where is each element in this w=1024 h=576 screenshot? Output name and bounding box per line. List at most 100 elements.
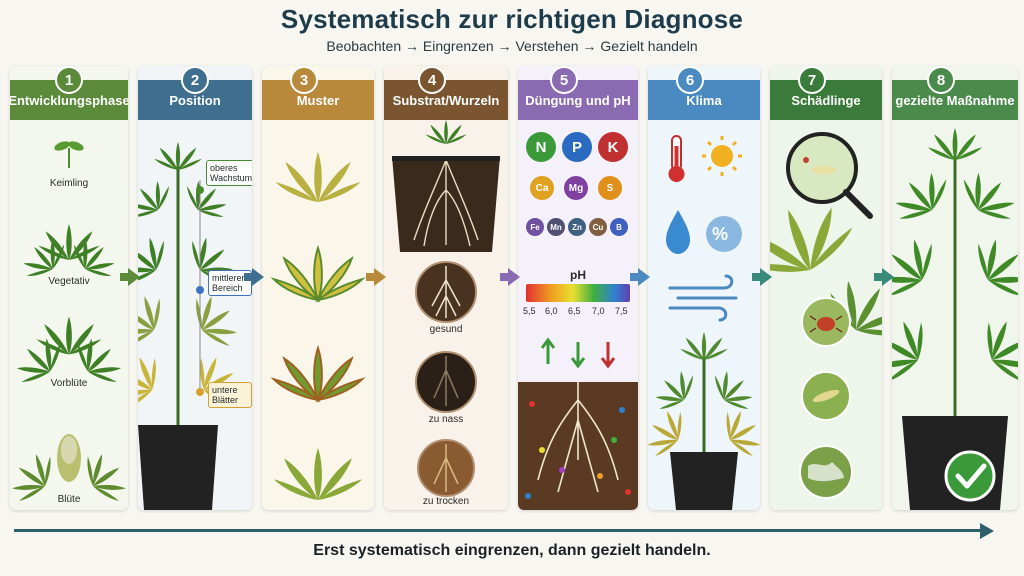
ph-tick-3: 6,5: [568, 306, 581, 316]
step-7-title: Schädlinge: [791, 92, 861, 108]
page-subtitle: Beobachten → Eingrenzen → Verstehen → Ge…: [326, 38, 698, 54]
nutrient-chip-b: B: [610, 218, 628, 236]
ph-and-roots-illustration: [518, 284, 638, 510]
step-8-badge: 8: [927, 66, 955, 94]
step-7-header: Schädlinge: [770, 80, 882, 120]
nutrient-chip-fe: Fe: [526, 218, 544, 236]
wind-icon: [668, 274, 738, 322]
seedling-icon: [54, 141, 84, 168]
step-6-badge: 6: [676, 66, 704, 94]
connector-5-6: [630, 273, 638, 281]
step-4-card: Substrat/Wurzeln gesund zu nas: [384, 66, 508, 510]
connector-2-3: [244, 273, 252, 281]
step-1-title: Entwicklungsphase: [10, 92, 128, 108]
root-too-dry-icon: [417, 439, 475, 497]
humidity-percent-icon: [706, 216, 742, 252]
timeline-arrow-icon: [980, 523, 994, 539]
step-4-header: Substrat/Wurzeln: [384, 80, 508, 120]
uptake-arrows-icon: [540, 337, 616, 369]
growth-stages-illustration: [10, 141, 128, 509]
step-3-title: Muster: [296, 92, 340, 108]
arrow-icon: [760, 268, 772, 286]
position-label-middle: mittlerer Bereich: [208, 270, 252, 296]
nutrient-particles-icon: [525, 401, 631, 499]
step-2-card: Position oberes: [138, 66, 252, 510]
connector-3-4: [366, 273, 374, 281]
step-1-card: Entwicklungsphase: [10, 66, 128, 510]
step-8-title: gezielte Maßnahme: [895, 92, 1015, 108]
ph-tick-1: 5,5: [523, 306, 536, 316]
step-2-badge: 2: [181, 66, 209, 94]
humidity-percent-label: %: [712, 224, 729, 244]
spider-mite-icon: [801, 297, 851, 347]
step-1-badge: 1: [55, 66, 83, 94]
roots-illustration: [392, 120, 500, 497]
timeline-line: [14, 529, 984, 532]
connector-6-7: [752, 273, 760, 281]
ph-tick-2: 6,0: [545, 306, 558, 316]
nutrient-chip-ca: Ca: [530, 176, 554, 200]
nutrient-chip-cu: Cu: [589, 218, 607, 236]
step-6-card: Klima: [648, 66, 760, 510]
ph-tick-4: 7,0: [592, 306, 605, 316]
climate-plant-icon: [648, 332, 760, 510]
pests-illustration: [770, 132, 882, 499]
nutrient-chip-n: N: [526, 132, 556, 162]
mildew-icon: [799, 445, 853, 499]
step-4-badge: 4: [418, 66, 446, 94]
arrow-icon: [882, 268, 894, 286]
arrow-icon: [638, 268, 650, 286]
healthy-plant-illustration: [892, 128, 1018, 510]
arrow-icon: [128, 268, 140, 286]
nutrient-chip-k: K: [598, 132, 628, 162]
phase-label-flowering: Blüte: [57, 494, 81, 505]
connector-4-5: [500, 273, 508, 281]
step-4-body: gesund zu nass zu trocken: [384, 120, 508, 510]
step-5-body: N P K Ca Mg S Fe Mn Zn Cu B pH: [518, 120, 638, 510]
leaf-pattern-3-icon: [272, 347, 364, 401]
step-8-body: [892, 120, 1018, 510]
phase-label-vegetative: Vegetativ: [48, 276, 90, 287]
nutrient-chip-p: P: [562, 132, 592, 162]
root-label-healthy: gesund: [429, 324, 463, 335]
root-healthy-icon: [415, 261, 477, 323]
pot-icon: [138, 425, 218, 510]
step-5-card: Düngung und pH N P K Ca Mg S Fe Mn Zn Cu…: [518, 66, 638, 510]
step-7-card: Schädlinge: [770, 66, 882, 510]
position-label-top: oberes Wachstum: [206, 160, 252, 186]
leaf-pattern-4-icon: [273, 448, 363, 500]
arrow-icon: [252, 268, 264, 286]
thrips-icon: [801, 371, 851, 421]
step-3-badge: 3: [290, 66, 318, 94]
thermometer-icon: [668, 135, 685, 182]
step-5-header: Düngung und pH: [518, 80, 638, 120]
sun-icon: [702, 136, 742, 176]
step-6-body: %: [648, 120, 760, 510]
phase-label-seedling: Keimling: [49, 178, 89, 189]
step-2-body: oberes Wachstum mittlerer Bereich untere…: [138, 120, 252, 510]
position-label-bottom: untere Blätter: [208, 382, 252, 408]
root-too-wet-icon: [415, 351, 477, 413]
nutrient-chip-mn: Mn: [547, 218, 565, 236]
ph-scale-bar: [526, 284, 630, 302]
nutrient-chip-mg: Mg: [564, 176, 588, 200]
step-6-header: Klima: [648, 80, 760, 120]
step-4-title: Substrat/Wurzeln: [392, 92, 500, 108]
leaf-pattern-2-icon: [272, 247, 364, 301]
water-drop-icon: [666, 210, 690, 254]
step-1-body: Keimling Vegetativ Vorblüte Blüte: [10, 120, 128, 510]
step-3-body: [262, 120, 374, 510]
ph-scale-label: pH: [570, 268, 586, 282]
leaf-pattern-1-icon: [275, 152, 361, 202]
pot-cross-section-icon: [392, 120, 500, 252]
arrow-icon: [508, 268, 520, 286]
ph-tick-5: 7,5: [615, 306, 628, 316]
root-label-too-dry: zu trocken: [422, 496, 470, 507]
flowering-plant-icon: [10, 434, 128, 509]
nutrient-chip-zn: Zn: [568, 218, 586, 236]
connector-1-2: [120, 273, 128, 281]
connector-7-8: [874, 273, 882, 281]
step-2-title: Position: [169, 92, 221, 108]
plant-position-illustration: [138, 142, 248, 510]
climate-illustration: [648, 135, 760, 510]
